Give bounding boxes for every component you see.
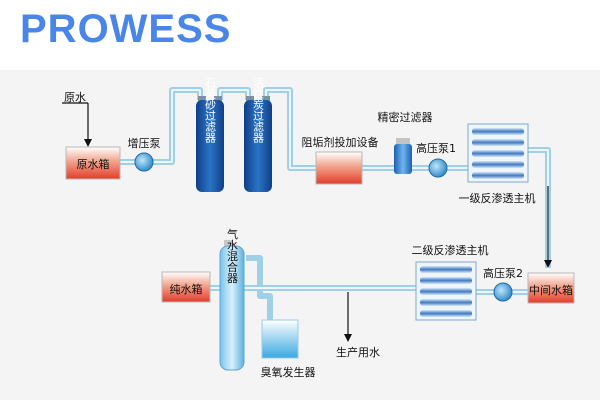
hp-pump-2: [493, 282, 513, 302]
membrane-tube: [472, 161, 524, 168]
hp-pump-2-label: 高压泵2: [483, 266, 523, 280]
pure-water-tank: [161, 271, 211, 303]
ozone-generator-label: 臭氧发生器: [261, 365, 316, 379]
brand-title: PROWESS: [20, 7, 232, 51]
membrane-tube: [420, 277, 472, 284]
pipe-ozone-line: [246, 255, 273, 320]
pure-water-tank-label: 纯水箱: [170, 282, 203, 296]
membrane-tube: [472, 128, 524, 135]
production-water-label: 生产用水: [336, 345, 380, 359]
antiscalant-label: 阻垢剂投加设备: [302, 135, 379, 149]
ro-stage-1-label: 一级反渗透主机: [459, 191, 536, 205]
membrane-tube: [420, 310, 472, 317]
antiscalant-dosing-unit: [315, 151, 363, 185]
diagram-background: [0, 70, 600, 400]
precision-filter: [394, 144, 412, 174]
membrane-tube: [420, 266, 472, 273]
ozone-generator: [261, 319, 299, 359]
hp-pump-1: [428, 158, 448, 178]
sand-filter-label: 石英砂过滤器: [204, 77, 217, 144]
membrane-tube: [472, 150, 524, 157]
gas-water-mixer: [219, 245, 245, 371]
membrane-tube: [472, 139, 524, 146]
raw-water-tank: [65, 146, 121, 180]
hp-pump-1-label: 高压泵1: [416, 141, 456, 155]
intermediate-tank: [527, 272, 575, 304]
carbon-filter: [244, 100, 272, 192]
raw-water-tank-label: 原水箱: [77, 157, 110, 171]
membrane-tube: [420, 299, 472, 306]
precision-filter-label: 精密过滤器: [378, 110, 433, 124]
carbon-filter-label: 活性炭过滤器: [252, 77, 265, 144]
booster-pump-label: 增压泵: [128, 136, 161, 150]
membrane-tube: [420, 288, 472, 295]
ro-stage-2-unit: [415, 261, 477, 321]
intermediate-tank-label: 中间水箱: [529, 283, 573, 297]
ro-stage-2-label: 二级反渗透主机: [412, 243, 489, 257]
ro-stage-1-unit: [467, 123, 529, 183]
raw-water-label: 原水: [64, 91, 86, 104]
sand-filter: [196, 100, 224, 192]
booster-pump: [134, 152, 154, 172]
membrane-tube: [472, 172, 524, 179]
gas-water-mixer-label: 气水混合器: [226, 227, 239, 284]
